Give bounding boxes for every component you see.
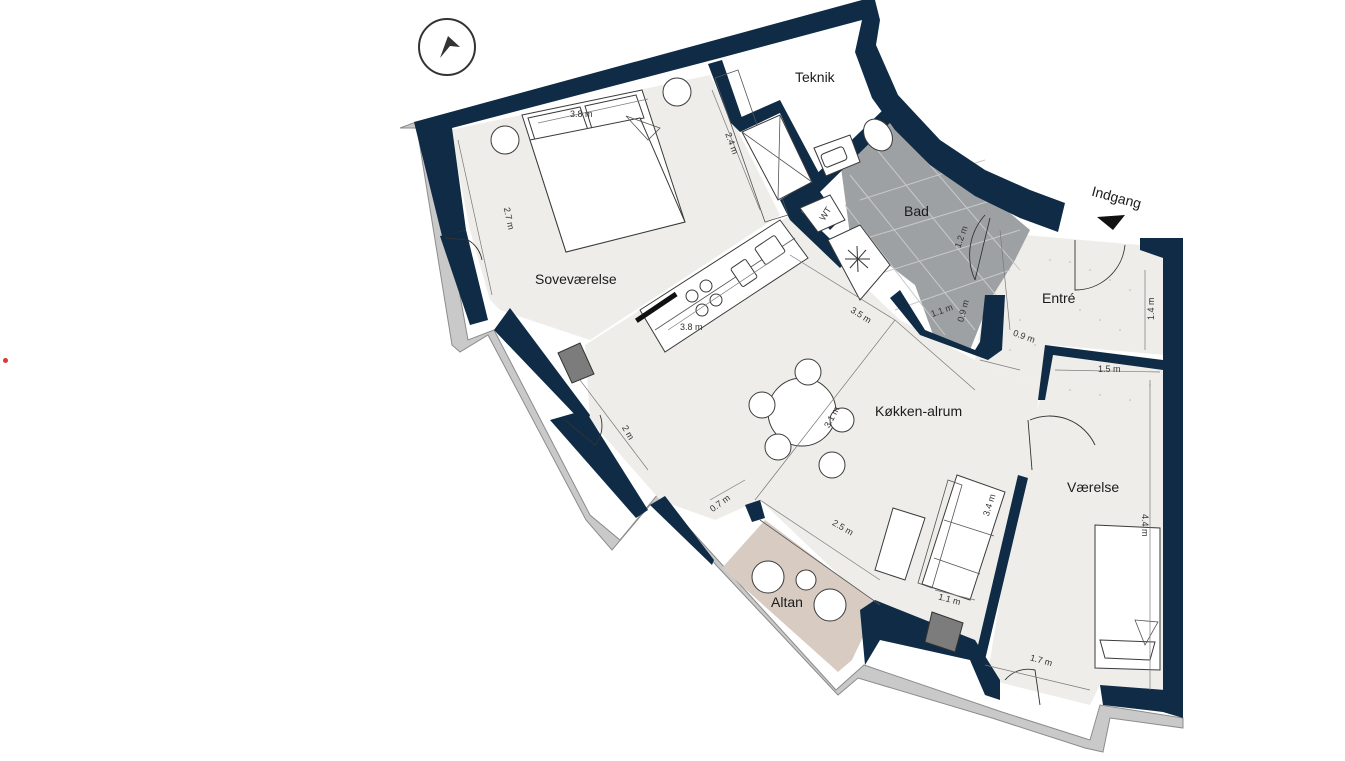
bedside-table-left [490, 125, 520, 155]
coffee-table [874, 507, 926, 581]
stove-chimney [924, 611, 964, 653]
doors [444, 214, 1126, 706]
room-label-teknik: Teknik [795, 69, 836, 85]
stove-icon [685, 279, 723, 317]
dining-table [748, 358, 855, 479]
room-label-entre: Entré [1042, 290, 1076, 306]
dimension-lines [457, 89, 1161, 691]
laundry-cabinet [741, 114, 813, 201]
bedside-table-right [662, 77, 692, 107]
single-bed [1094, 524, 1161, 671]
dim-entre-height: 1.4 m [1146, 297, 1156, 320]
dim-room-height: 4.4 m [1140, 514, 1150, 537]
room-label-bad: Bad [904, 203, 929, 219]
dim-bedroom-depth: 2.7 m [502, 206, 516, 230]
bathroom-floor [840, 108, 1030, 350]
wardrobe [714, 69, 789, 223]
balcony-deck [722, 520, 878, 672]
room-label-vaerelse: Værelse [1067, 479, 1119, 495]
room-label-altan: Altan [771, 594, 803, 610]
dim-kitchen-run: 3.8 m [680, 322, 703, 332]
double-bed [521, 89, 686, 253]
walls [414, 0, 1183, 718]
kitchen-counter [634, 219, 809, 353]
room-label-sovevaerelse: Soveværelse [535, 271, 617, 287]
entrance-arrow-icon [1097, 215, 1125, 230]
balcony-furniture [751, 519, 881, 622]
washer-icon [845, 245, 870, 273]
red-marker [3, 358, 8, 363]
entrance-label: Indgang [1090, 183, 1143, 212]
dim-room-top: 1.5 m [1098, 364, 1121, 374]
north-arrow-icon [418, 18, 476, 76]
exterior-ledge [399, 121, 1184, 753]
column [557, 342, 595, 384]
sofa [917, 474, 1006, 601]
bathroom-fixtures [799, 118, 893, 301]
dim-bed-width: 3.8 m [570, 109, 593, 119]
entre-stipple [999, 259, 1151, 401]
entre-floor [975, 235, 1165, 385]
room-label-kokken-alrum: Køkken-alrum [875, 403, 962, 419]
